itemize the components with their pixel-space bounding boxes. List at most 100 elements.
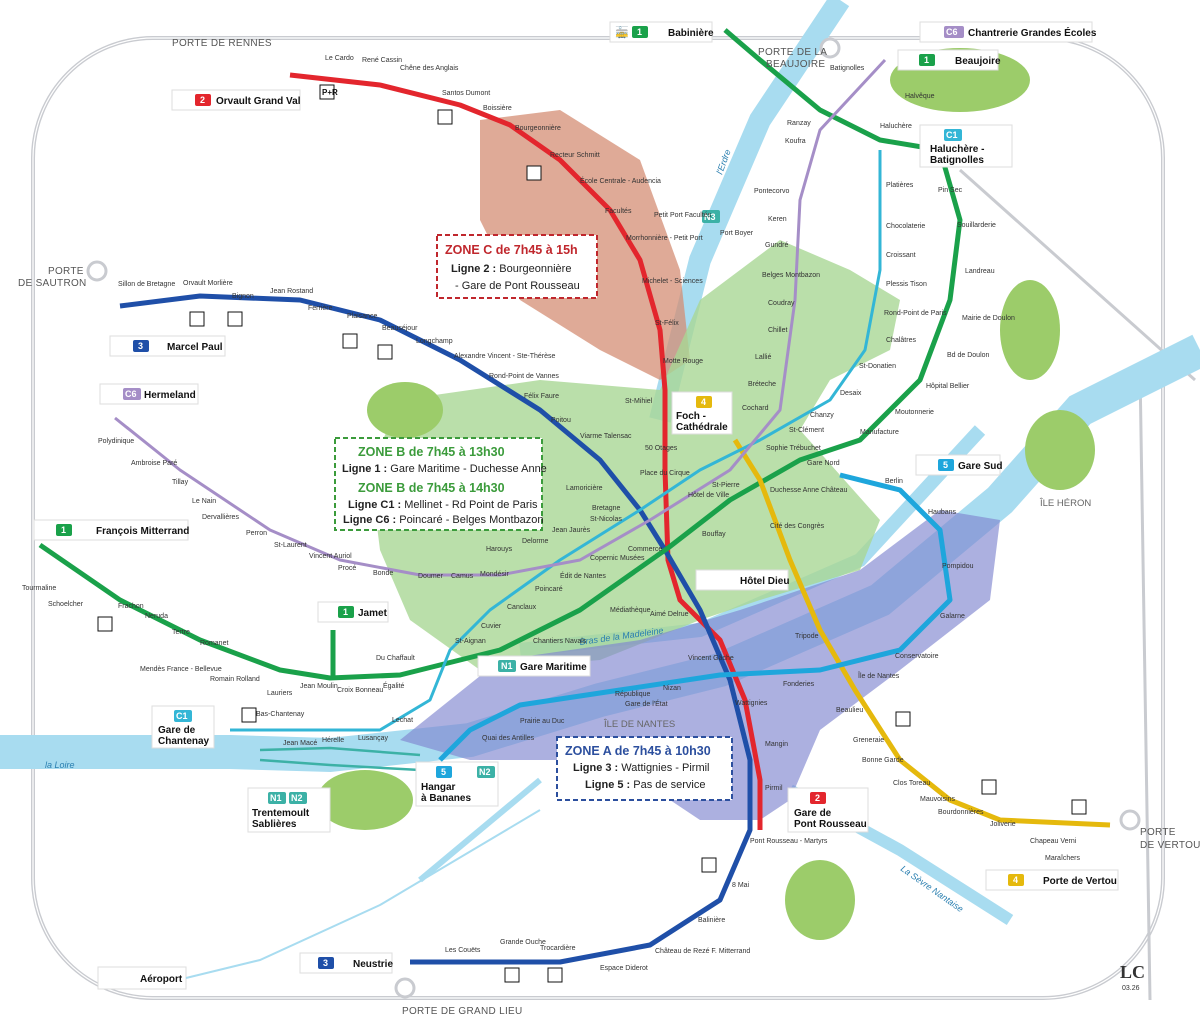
station-c1-23: Bas-Chantenay (256, 711, 305, 718)
station-l1-8: Lauriers (267, 690, 293, 697)
station-c1-15: Édit de Nantes (560, 571, 606, 580)
station-l1-23: Souillarderie (957, 222, 996, 229)
line-badge: 1 (637, 27, 642, 37)
station-l1-7: Romain Rolland (210, 676, 260, 683)
line-badge: C6 (125, 389, 137, 399)
station-l1-17: Manufacture (860, 429, 899, 436)
terminal-name-2: Sablières (252, 819, 297, 830)
station-l5-1: Haubans (928, 509, 957, 516)
terminal-vertou[interactable]: 4 Porte de Vertou (985, 869, 1119, 891)
station-l5-0: Berlin (885, 478, 903, 485)
station-c1-12: Hôtel de Ville (688, 492, 729, 499)
terminal-chantrerie[interactable]: C6 Chantrerie Grandes Écoles (919, 21, 1097, 43)
terminal-name-1: Gare de (794, 808, 832, 819)
zone-c-title: ZONE C de 7h45 à 15h (445, 243, 578, 257)
station-l3-22: Les Couëts (445, 947, 481, 954)
terminal-mitterrand[interactable]: 1 François Mitterrand (33, 519, 189, 541)
line-badge: N2 (291, 793, 303, 803)
station-l3-5: Plaisance (347, 313, 377, 320)
park-doulon (1000, 280, 1060, 380)
station-l3-12: Viarme Talensac (580, 433, 632, 440)
station-c6-2: Tillay (172, 479, 189, 486)
line-c1 (230, 150, 882, 732)
zone-c-line-2: - Gare de Pont Rousseau (455, 280, 580, 292)
terminal-trentemoult[interactable]: N1 N2 Trentemoult Sablières (247, 787, 331, 833)
station-c6-22: Coudray (768, 300, 795, 307)
gate-rennes-label: PORTE DE RENNES (172, 38, 272, 49)
gate-beaujoire (819, 37, 841, 59)
station-c6-7: Vincent Auriol (309, 553, 352, 560)
station-c1-13: St-Nicolas (590, 516, 622, 523)
station-l5-5: Fonderies (783, 681, 815, 688)
station-c6-6: St-Laurent (274, 542, 307, 549)
station-l3-3: Jean Rostand (270, 288, 313, 295)
station-l1-22: Landreau (965, 268, 995, 275)
station-l3-8: Alexandre Vincent - Ste-Thérèse (454, 353, 556, 360)
station-l2-6: Recteur Schmitt (550, 152, 600, 159)
terminal-jamet[interactable]: 1 Jamet (317, 601, 389, 623)
terminal-hermeland[interactable]: C6 Hermeland (99, 383, 199, 405)
station-c6-19: Bréteche (748, 381, 776, 388)
terminal-orvault[interactable]: 2 Orvault Grand Val (171, 89, 301, 111)
station-l1-27: Batignolles (830, 65, 865, 72)
station-l1-16: Gare Nord (807, 460, 840, 467)
station-c1-21: Hérelle (322, 737, 344, 744)
zone-a-line-5: Ligne 5 : Pas de service (585, 779, 705, 791)
station-l3-20: Trocardière (540, 945, 576, 952)
terminal-name-1: Haluchère - (930, 144, 984, 155)
station-c6-4: Dervallières (202, 514, 239, 521)
terminal-chantenay[interactable]: C1 Gare de Chantenay (151, 705, 215, 749)
station-l2-2: Chêne des Anglais (400, 65, 459, 72)
terminal-hotel-dieu[interactable]: Hôtel Dieu (695, 569, 789, 591)
station-l1-18: Moutonnerie (895, 409, 934, 416)
station-l5-6: Gare de l'État (625, 699, 668, 708)
zone-b-line-c6: Ligne C6 : Poincaré - Belges Montbazon (343, 514, 544, 526)
gate-sautron-label-2: DE SAUTRON (18, 278, 87, 289)
terminal-marcel-paul[interactable]: 3 Marcel Paul (109, 335, 226, 357)
line-badge: 2 (815, 793, 820, 803)
station-l3-11: Poitou (551, 417, 571, 424)
terminal-pont-rousseau[interactable]: 2 Gare de Pont Rousseau (787, 787, 869, 833)
terminal-name: Aéroport (140, 974, 183, 985)
terminal-foch[interactable]: 4 Foch - Cathédrale (671, 391, 733, 435)
pr-label: P+R (322, 88, 338, 97)
terminal-name-1: Hangar (421, 782, 456, 793)
station-l2-7: École Centrale - Audencia (580, 176, 661, 185)
station-l3-15: Chantiers Navals (533, 638, 587, 645)
line-badge: 3 (323, 958, 328, 968)
gate-beaujoire-label-2: BEAUJOIRE (766, 59, 825, 70)
terminal-gare-maritime[interactable]: N1 Gare Maritime (477, 655, 591, 677)
station-l5-2: Pompidou (942, 563, 974, 570)
station-c1-24: Beaulieu (836, 707, 863, 714)
terminal-gare-sud[interactable]: 5 Gare Sud (915, 454, 1002, 476)
zone-c-box: ZONE C de 7h45 à 15h Ligne 2 : Bourgeonn… (436, 234, 598, 299)
terminal-name-2: Cathédrale (676, 422, 728, 433)
station-c6-8: Procé (338, 565, 356, 572)
station-c6-10: Camus (451, 573, 474, 580)
line-4 (732, 438, 1111, 828)
station-c6-24: Gundré (765, 242, 788, 249)
line-c6 (114, 58, 887, 577)
terminal-hangar[interactable]: 5 N2 Hangar à Bananes (415, 761, 499, 807)
terminal-haluchere[interactable]: C1 Haluchère - Batignolles (919, 124, 1013, 168)
station-l2-11: St-Félix (655, 320, 679, 327)
station-c6-18: Cochard (742, 405, 769, 412)
terminal-name-2: à Bananes (421, 793, 471, 804)
line-badge: C1 (176, 711, 188, 721)
station-l1-5: Romanet (200, 640, 228, 647)
station-l3-18: Château de Rezé F. Mitterrand (655, 948, 750, 955)
gate-beaujoire-label-1: PORTE DE LA (758, 47, 827, 58)
station-l3-4: Ferrière (308, 305, 333, 312)
station-l2-13: St-Mihiel (625, 398, 653, 405)
line-badge: 1 (61, 525, 66, 535)
terminal-babiniere[interactable]: 🚋 1 Babinière (609, 21, 714, 43)
terminal-neustrie[interactable]: 3 Neustrie (299, 952, 393, 974)
terminal-aeroport[interactable]: Aéroport (97, 966, 187, 990)
station-l2-10: Michelet - Sciences (642, 278, 703, 285)
station-l1-13: Commerce (628, 546, 662, 553)
station-l2-14: 50 Otages (645, 445, 678, 452)
terminal-beaujoire[interactable]: 1 Beaujoire (897, 49, 1001, 71)
station-c6-21: Chillet (768, 327, 788, 334)
zone-b-area (370, 240, 900, 670)
